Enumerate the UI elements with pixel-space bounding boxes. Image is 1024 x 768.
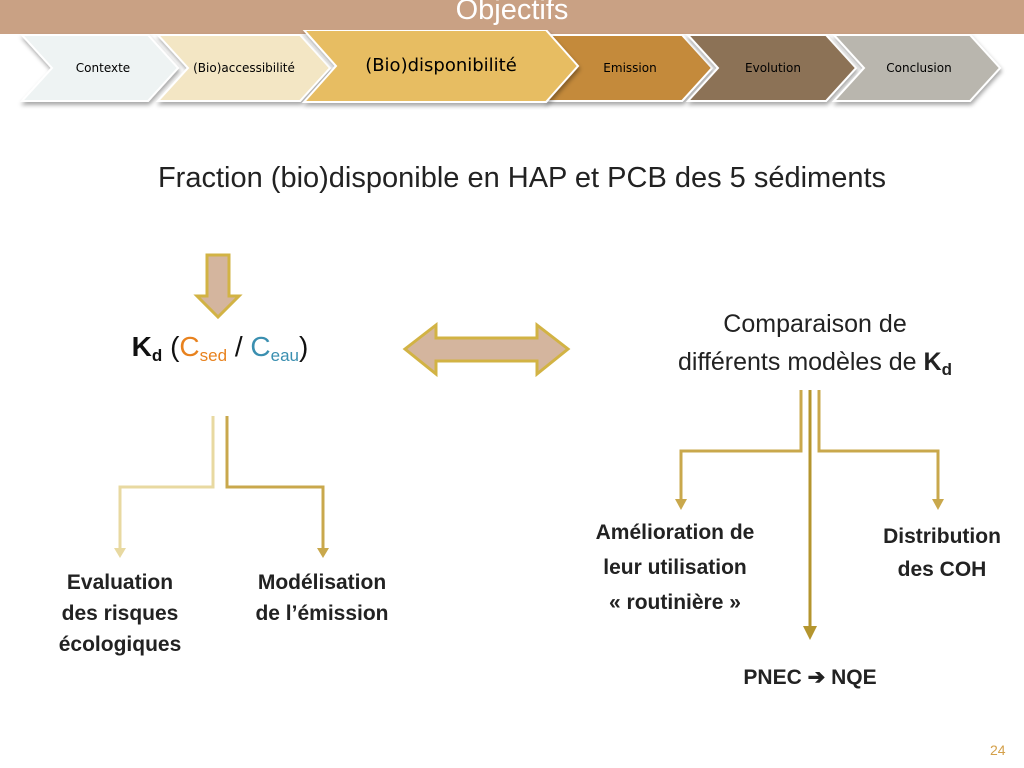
nav-shape-evolution[interactable] bbox=[685, 34, 858, 102]
comparison-text: Comparaison de différents modèles de Kd bbox=[678, 310, 952, 379]
right-arrow-icon: ➔ bbox=[807, 666, 826, 689]
connector-left-dark bbox=[225, 416, 325, 550]
modelisation-label: Modélisation de l’émission bbox=[255, 571, 389, 625]
tab-evolution[interactable]: Evolution bbox=[745, 61, 801, 75]
tab-conclusion[interactable]: Conclusion bbox=[886, 61, 952, 75]
connector-left-dark-head bbox=[317, 548, 329, 558]
tab-biodisponibilite[interactable]: (Bio)disponibilité bbox=[365, 54, 517, 76]
nav-shape-biodisponibilite[interactable] bbox=[301, 30, 580, 103]
diagram-title: Fraction (bio)disponible en HAP et PCB d… bbox=[157, 162, 887, 194]
amelioration-label: Amélioration de leur utilisation « routi… bbox=[595, 521, 755, 614]
tab-emission[interactable]: Emission bbox=[603, 61, 657, 75]
tab-bioaccessibilite[interactable]: (Bio)accessibilité bbox=[193, 61, 295, 75]
nav-shape-bioaccessibilite[interactable] bbox=[155, 34, 332, 102]
connector-right-left-head bbox=[675, 499, 687, 510]
connector-left-light bbox=[118, 416, 215, 550]
header-bar bbox=[0, 0, 1024, 34]
connector-right-right-head bbox=[932, 499, 944, 510]
evaluation-label: Evaluation des risques écologiques bbox=[58, 571, 182, 656]
connector-right-left bbox=[679, 390, 803, 501]
nav-shape-contexte[interactable] bbox=[19, 34, 180, 102]
down-arrow-icon bbox=[193, 253, 243, 320]
page-title: Objectifs bbox=[455, 0, 569, 26]
distribution-label: Distribution des COH bbox=[883, 525, 1001, 581]
connector-left-light-head bbox=[114, 548, 126, 558]
connector-right-right bbox=[817, 390, 940, 501]
nav-shape-conclusion[interactable] bbox=[831, 34, 1002, 102]
kd-expression: Kd (Csed / Ceau) bbox=[131, 331, 309, 365]
nav-tabs-graphic bbox=[19, 30, 1002, 103]
double-arrow-icon bbox=[402, 321, 571, 378]
pnec-nqe-label: PNEC ➔ NQE bbox=[743, 666, 877, 689]
tab-contexte[interactable]: Contexte bbox=[75, 61, 131, 75]
connector-right-down-head bbox=[803, 626, 817, 640]
page-number: 24 bbox=[990, 742, 1006, 758]
